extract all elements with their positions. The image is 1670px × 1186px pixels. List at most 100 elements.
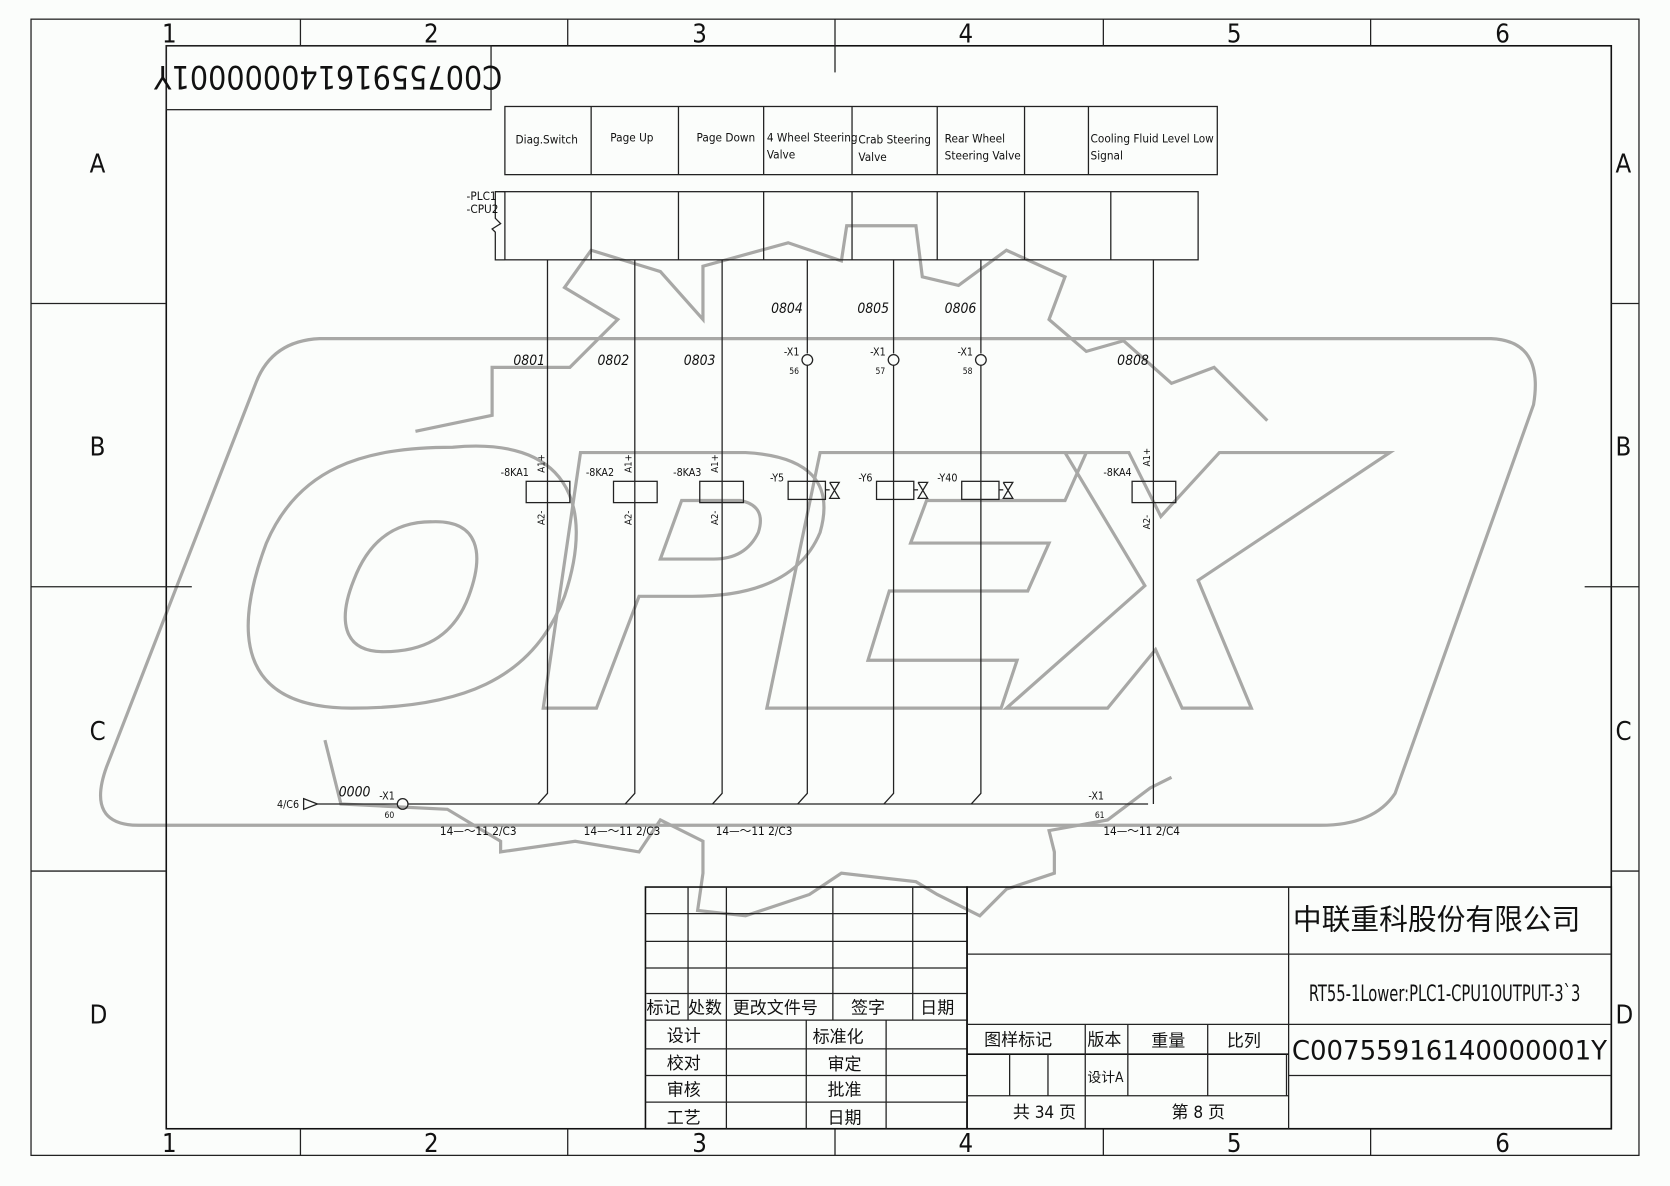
pin-label: A1+: [536, 454, 547, 473]
terminal-circle-icon: [974, 353, 987, 366]
row-letter: D: [90, 1000, 108, 1030]
contact-reference: 14—〜11 2/C4: [1103, 824, 1180, 838]
drawing-mark-header: 图样标记: [984, 1031, 1052, 1051]
column-number: 5: [1227, 20, 1242, 50]
channel-label-rear: Rear Wheel: [945, 132, 1005, 146]
terminal-label: -X1: [379, 790, 395, 803]
wire-number: 0808: [1117, 353, 1149, 369]
relay-coil-icon: [612, 480, 658, 504]
device-tag: -8KA2: [586, 466, 614, 479]
drawing-number: C00755916140000001Y: [1292, 1036, 1608, 1067]
channel-label-diag-switch: Diag.Switch: [516, 133, 578, 147]
relay-coil-icon: [525, 480, 571, 504]
channel-label-crab-l2: Valve: [858, 150, 886, 164]
plc-label: -PLC1: [467, 189, 497, 203]
scale-header: 比列: [1227, 1032, 1261, 1052]
channel-label-rear-l2: Steering Valve: [945, 149, 1021, 163]
sign-role-process: 工艺: [667, 1108, 701, 1128]
sign-role-check: 校对: [667, 1054, 701, 1074]
sign-role-approve-final: 审定: [828, 1055, 862, 1075]
contact-reference: 14—〜11 2/C3: [584, 824, 661, 838]
wire-number-common: 0000: [339, 785, 371, 801]
relay-coils: -8KA1 -8KA2 -8KA3 -8KA4 A1+ A1+ A1+ A1+ …: [501, 448, 1177, 529]
row-letter: A: [1616, 150, 1632, 180]
mirrored-drawing-code: C00755916140000001Y: [154, 58, 503, 96]
plc-output-module: -PLC1 -CPU2: [467, 189, 1199, 261]
device-tag: -Y5: [770, 471, 784, 484]
channel-label-page-down: Page Down: [697, 131, 756, 145]
terminal-number: 60: [385, 811, 395, 821]
row-letters-left: A B C D: [90, 150, 108, 1031]
weight-header: 重量: [1151, 1032, 1185, 1052]
sign-role-date: 日期: [828, 1108, 862, 1128]
device-tag: -Y40: [937, 471, 957, 484]
row-letter: A: [90, 150, 106, 180]
column-number: 4: [959, 1129, 974, 1159]
version-value: 设计A: [1087, 1070, 1124, 1086]
device-tag: -8KA3: [673, 466, 701, 479]
pin-label: A2-: [710, 510, 721, 524]
terminal-circle-icon: [396, 798, 409, 810]
terminal-number: 58: [963, 367, 973, 377]
rev-header-date: 日期: [920, 999, 954, 1019]
device-tag: -8KA4: [1103, 466, 1131, 479]
wire-numbers: 0801 0802 0803 0804 0805 0806 0808 0000: [339, 301, 1149, 800]
column-numbers-top: 1 2 3 4 5 6: [162, 20, 1510, 50]
terminal-label: -X1: [870, 346, 886, 359]
source-reference: 4/C6: [277, 798, 299, 811]
terminal-circle-icon: [801, 353, 814, 366]
pin-label: A1+: [624, 454, 635, 473]
title-block: 标记 处数 更改文件号 签字 日期 设计 标准化 校对 审定 审核 批准 工艺 …: [644, 886, 1613, 1130]
rev-header-count: 处数: [688, 999, 722, 1019]
terminal-label: -X1: [1088, 790, 1104, 803]
column-number: 1: [162, 1129, 177, 1159]
channel-label-cooling-l2: Signal: [1091, 149, 1123, 163]
row-letters-right: A B C D: [1616, 150, 1634, 1031]
contact-reference: 14—〜11 2/C3: [716, 824, 793, 838]
row-letter: C: [90, 717, 106, 747]
column-number: 5: [1227, 1129, 1242, 1159]
version-header: 版本: [1087, 1031, 1121, 1051]
channel-label-4wheel: 4 Wheel Steering: [767, 131, 858, 145]
channel-label-page-up: Page Up: [610, 131, 653, 145]
terminal-circle-icon: [887, 353, 900, 366]
page-number: 第 8 页: [1171, 1103, 1225, 1123]
solenoid-valve-icon: [787, 480, 841, 501]
channel-label-crab: Crab Steering: [858, 133, 931, 147]
pin-label: A1+: [710, 454, 721, 473]
mirrored-code-box: C00755916140000001Y: [154, 45, 503, 111]
column-number: 6: [1495, 1129, 1510, 1159]
opex-watermark: [98, 224, 1537, 918]
device-tag: -8KA1: [501, 466, 529, 479]
terminals: -X1 56 -X1 57 -X1 58 -X1 60 -X1 61 4/C6: [277, 346, 1105, 821]
rev-header-signature: 签字: [851, 999, 885, 1019]
pin-label: A2-: [536, 510, 547, 524]
sign-role-design: 设计: [667, 1026, 701, 1046]
total-pages: 共 34 页: [1013, 1103, 1076, 1123]
column-number: 2: [424, 20, 439, 50]
gear-watermark-icon: [415, 224, 1269, 433]
channel-label-cooling: Cooling Fluid Level Low: [1091, 132, 1215, 146]
contact-references: 14—〜11 2/C3 14—〜11 2/C3 14—〜11 2/C3 14—〜…: [440, 824, 1180, 838]
column-number: 2: [424, 1129, 439, 1159]
row-letter: D: [1616, 1000, 1634, 1030]
plc-channel-labels: Diag.Switch Page Up Page Down 4 Wheel St…: [504, 105, 1218, 176]
wire-number: 0804: [771, 301, 803, 317]
wire-number: 0806: [945, 301, 977, 317]
terminal-number: 57: [875, 367, 885, 377]
cpu-label: -CPU2: [467, 202, 499, 216]
rev-header-mark: 标记: [647, 999, 681, 1019]
row-letter: B: [1616, 433, 1632, 463]
output-wires: [302, 259, 1155, 811]
wire-number: 0801: [513, 353, 545, 369]
column-number: 6: [1495, 20, 1510, 50]
terminal-label: -X1: [784, 346, 800, 359]
pin-label: A2-: [624, 510, 635, 524]
relay-coil-icon: [699, 480, 745, 504]
solenoid-valve-icon: [875, 480, 929, 501]
wire-number: 0802: [598, 353, 630, 369]
row-letter: C: [1616, 717, 1632, 747]
rev-header-doc-no: 更改文件号: [733, 999, 818, 1019]
